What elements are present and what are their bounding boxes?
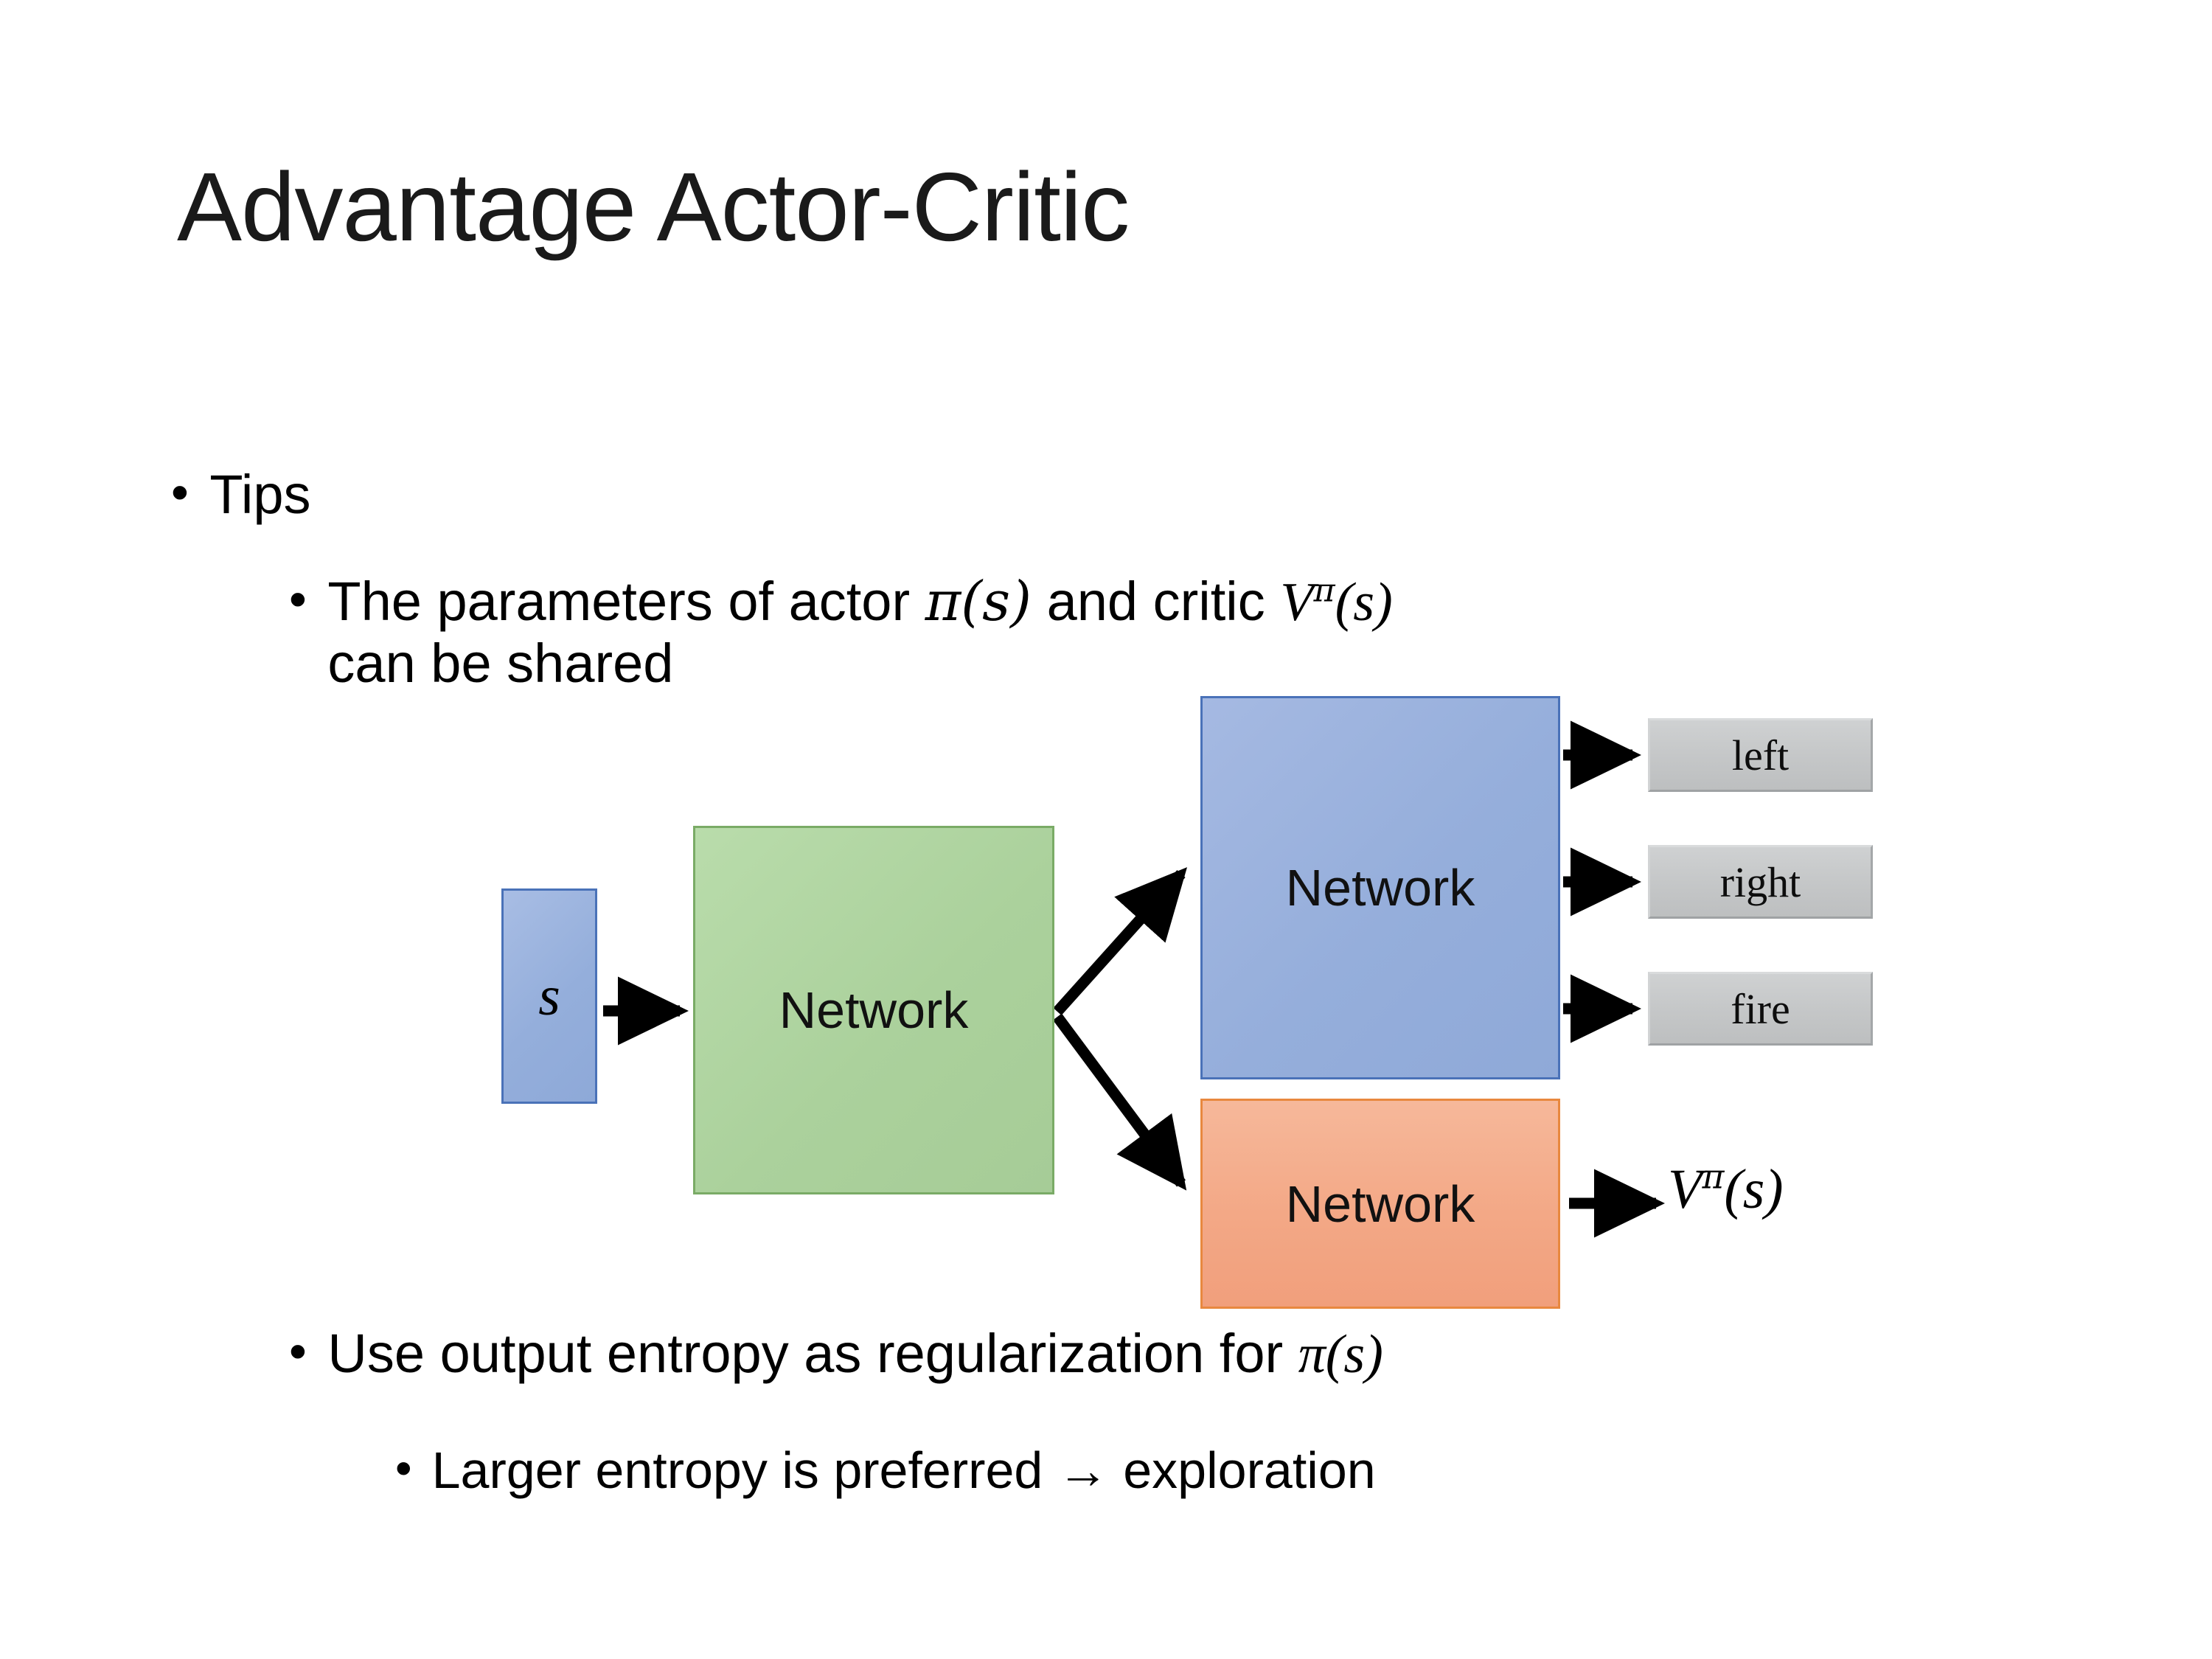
action-box-left: left	[1648, 718, 1873, 792]
critic-network-node: Network	[1200, 1099, 1560, 1309]
bullet-tips-label: Tips	[209, 464, 311, 525]
text-and-critic: and critic	[1032, 571, 1281, 632]
bullet-entropy-text: Use output entropy as regularization for…	[327, 1323, 1383, 1385]
bullet-entropy-regularization: • Use output entropy as regularization f…	[289, 1323, 1383, 1385]
shared-network-node: Network	[693, 826, 1054, 1194]
shared-network-label: Network	[779, 981, 969, 1039]
bullet-parameters-text: The parameters of actor π(s) and critic …	[327, 571, 2038, 695]
math-value-v-pi-s: Vπ(s)	[1280, 571, 1393, 633]
actor-network-label: Network	[1285, 859, 1475, 917]
action-box-fire: fire	[1648, 972, 1873, 1046]
critic-output-base: V	[1668, 1158, 1703, 1220]
action-box-right: right	[1648, 845, 1873, 919]
bullet-larger-entropy-label: Larger entropy is preferred → exploratio…	[431, 1441, 1376, 1499]
bullet-larger-entropy: • Larger entropy is preferred → explorat…	[395, 1441, 1376, 1499]
arrow-shared-to-critic	[1052, 1013, 1187, 1191]
arrow-shared-to-actor	[1053, 867, 1188, 1016]
bullet-marker: •	[395, 1441, 412, 1495]
text-the-parameters-of-actor: The parameters of actor	[327, 571, 925, 632]
math-policy-pi-s: π(s)	[925, 570, 1032, 633]
math-policy-pi-s: π(s)	[1298, 1324, 1383, 1385]
action-label-fire: fire	[1731, 984, 1790, 1033]
state-node: s	[501, 888, 597, 1104]
action-label-right: right	[1719, 858, 1801, 906]
page-title: Advantage Actor-Critic	[177, 153, 1130, 261]
bullet-marker: •	[171, 465, 189, 521]
critic-output-superscript: π	[1702, 1157, 1725, 1197]
bullet-marker: •	[289, 1324, 307, 1380]
action-label-left: left	[1731, 731, 1790, 779]
actor-network-node: Network	[1200, 696, 1560, 1079]
bullet-parameters-shared: • The parameters of actor π(s) and criti…	[289, 571, 2038, 695]
critic-output-argument: (s)	[1724, 1158, 1784, 1220]
bullet-marker: •	[289, 571, 307, 628]
text-use-output-entropy: Use output entropy as regularization for	[327, 1323, 1298, 1384]
bullet-tips: • Tips	[171, 464, 311, 526]
text-can-be-shared: can be shared	[327, 632, 674, 694]
critic-network-label: Network	[1285, 1175, 1475, 1233]
state-label: s	[538, 964, 560, 1027]
critic-output-value: Vπ(s)	[1668, 1158, 1784, 1222]
